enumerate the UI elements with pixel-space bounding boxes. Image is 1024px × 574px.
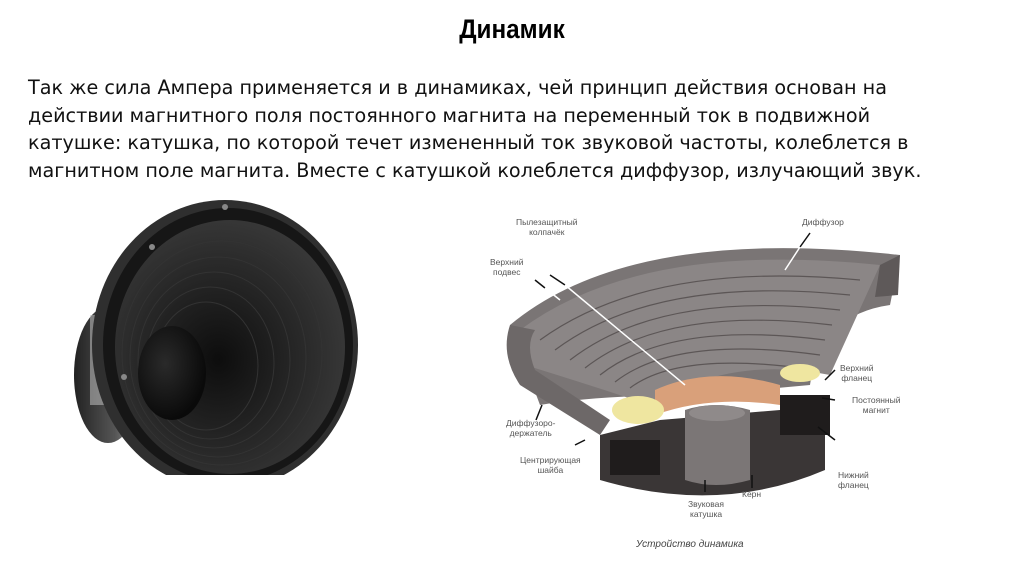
label-basket: Диффузоро-держатель	[506, 418, 556, 438]
paragraph-line: Так же сила Ампера применяется и в динам…	[28, 76, 887, 99]
speaker-photo	[74, 200, 358, 475]
diagram-caption: Устройство динамика	[636, 539, 744, 550]
slide-title: Динамик	[459, 14, 565, 44]
paragraph-line: действии магнитного поля постоянного маг…	[28, 103, 871, 127]
label-pole-piece: Керн	[742, 489, 762, 499]
paragraph-line: магнитном поле магнита. Вместе с катушко…	[28, 158, 922, 182]
paragraph-line: катушке: катушка, по которой течет измен…	[28, 131, 909, 154]
label-cone: Диффузор	[802, 217, 844, 227]
slide-paragraph: Так же сила Ампера применяется и в динам…	[28, 74, 1008, 184]
